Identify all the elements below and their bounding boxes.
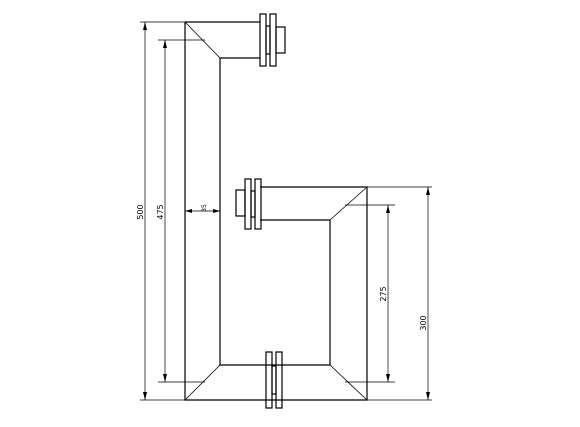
- middle-mount-fitting: [235, 178, 262, 230]
- dimension-500: 500: [136, 21, 185, 401]
- bottom-mount-fitting: [265, 351, 283, 409]
- dim-label-500: 500: [136, 204, 145, 219]
- dim-label-475: 475: [156, 204, 165, 219]
- dimension-275: 275: [345, 204, 395, 383]
- dimension-300: 300: [367, 186, 432, 401]
- dimension-475: 475: [156, 39, 205, 383]
- dim-label-300: 300: [419, 315, 428, 330]
- dim-label-35: 35: [201, 204, 208, 212]
- top-mount-fitting: [259, 13, 286, 67]
- dim-label-275: 275: [379, 286, 388, 301]
- dimension-35: 35: [185, 204, 220, 213]
